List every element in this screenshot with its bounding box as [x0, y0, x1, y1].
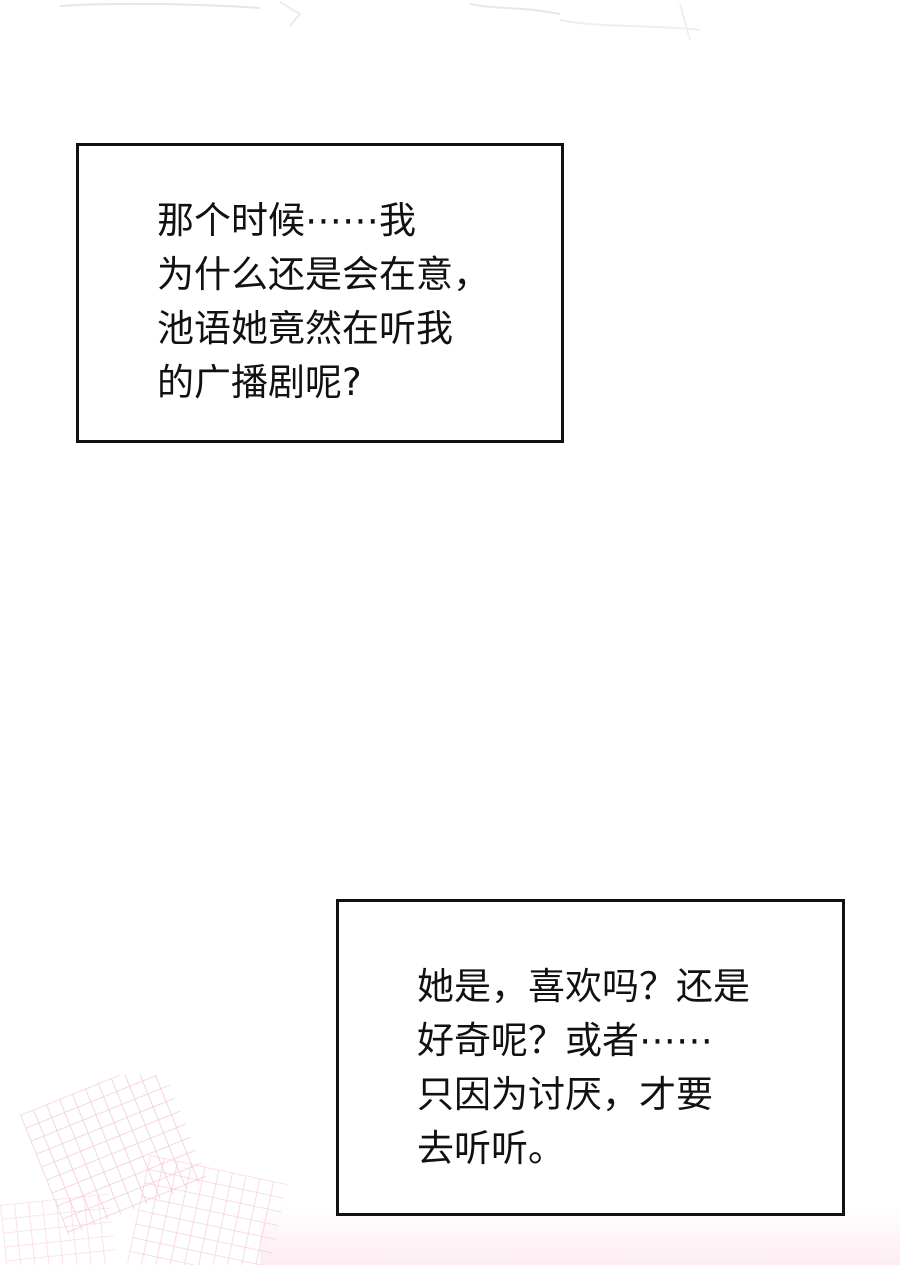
pink-grid-decoration [0, 1075, 287, 1265]
caption-box-2: 她是，喜欢吗？还是 好奇呢？或者⋯⋯ 只因为讨厌，才要 去听听。 [336, 899, 845, 1216]
caption-line: 那个时候⋯⋯我 [157, 199, 416, 242]
caption-line: 去听听。 [417, 1127, 565, 1170]
caption-line: 为什么还是会在意， [157, 253, 490, 296]
caption-line: 池语她竟然在听我 [157, 307, 453, 350]
caption-text-1: 那个时候⋯⋯我 为什么还是会在意， 池语她竟然在听我 的广播剧呢? [157, 194, 490, 410]
caption-line: 只因为讨厌，才要 [417, 1073, 713, 1116]
caption-line: 好奇呢？或者⋯⋯ [417, 1019, 713, 1062]
caption-text-2: 她是，喜欢吗？还是 好奇呢？或者⋯⋯ 只因为讨厌，才要 去听听。 [417, 960, 750, 1176]
caption-line: 她是，喜欢吗？还是 [417, 965, 750, 1008]
top-sketch-lines [59, 1, 701, 41]
caption-line: 的广播剧呢? [157, 361, 362, 404]
caption-box-1: 那个时候⋯⋯我 为什么还是会在意， 池语她竟然在听我 的广播剧呢? [76, 143, 564, 443]
